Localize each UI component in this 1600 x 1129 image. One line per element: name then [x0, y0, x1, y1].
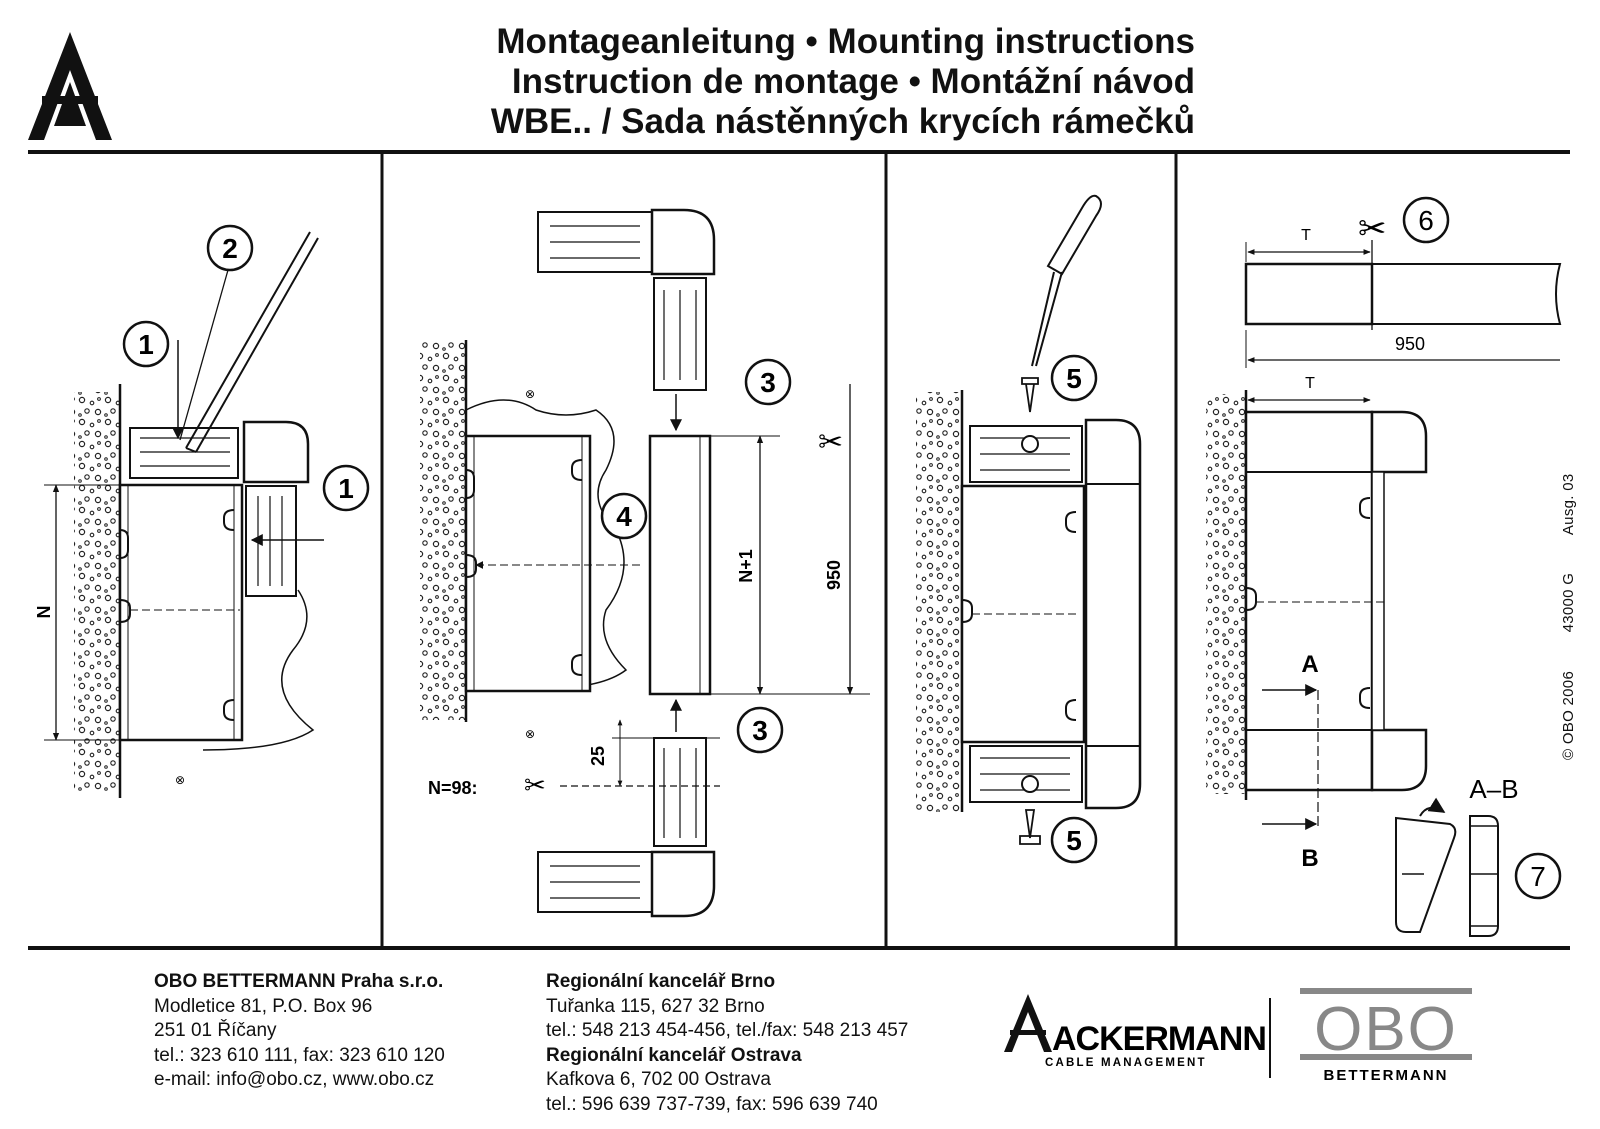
panel-1-illustration: ⊗ — [44, 231, 324, 798]
panel-2-illustration: ⊗ ⊗ ✂ — [420, 208, 870, 918]
dimension-950-horizontal: 950 — [1395, 334, 1425, 354]
svg-text:5: 5 — [1066, 825, 1082, 856]
dimension-n-plus-1: N+1 — [736, 549, 756, 583]
panel-3-illustration — [916, 194, 1142, 845]
svg-text:⊗: ⊗ — [525, 727, 535, 741]
step-marker-6: 6 — [1402, 196, 1450, 244]
company-email: e-mail: info@obo.cz, www.obo.cz — [154, 1069, 435, 1090]
step-marker-1b: 1 — [322, 464, 370, 512]
title-line-1: Montageanleitung • Mounting instructions — [496, 22, 1195, 61]
ackermann-triangle-logo — [28, 32, 112, 140]
section-label-ab: A–B — [1469, 774, 1518, 804]
panel-4-illustration: ✂ — [1206, 210, 1562, 937]
svg-text:✂: ✂ — [818, 426, 843, 459]
office-ostrava-name: Regionální kancelář Ostrava — [546, 1044, 802, 1066]
dimension-n: N — [34, 606, 54, 619]
step-marker-4: 4 — [600, 492, 648, 540]
company-phone: tel.: 323 610 111, fax: 323 610 120 — [154, 1044, 445, 1066]
dimension-950-vertical: 950 — [824, 560, 844, 590]
step-marker-7: 7 — [1514, 852, 1562, 900]
company-address-2: 251 01 Říčany — [154, 1020, 277, 1041]
footer-company: OBO BETTERMANN Praha s.r.o. Modletice 81… — [154, 970, 445, 1093]
copyright: © OBO 2006 — [1560, 670, 1577, 760]
document-info: © OBO 2006 43000 G Ausg. 03 — [1560, 474, 1577, 760]
obo-bettermann-logo: OBO BETTERMANN — [1300, 988, 1472, 1084]
svg-text:✂: ✂ — [1358, 210, 1387, 248]
office-ostrava-address: Kafkova 6, 702 00 Ostrava — [546, 1069, 771, 1090]
step-marker-1a: 1 — [122, 320, 170, 368]
svg-text:BETTERMANN: BETTERMANN — [1324, 1067, 1449, 1084]
title-line-2: Instruction de montage • Montážní návod — [511, 62, 1195, 101]
office-ostrava-phone: tel.: 596 639 737-739, fax: 596 639 740 — [546, 1093, 878, 1115]
step-marker-2: 2 — [206, 224, 254, 272]
svg-text:ACKERMANN: ACKERMANN — [1052, 1020, 1266, 1058]
footer-offices: Regionální kancelář Brno Tuřanka 115, 62… — [546, 970, 908, 1117]
svg-text:⊗: ⊗ — [525, 387, 535, 401]
svg-text:4: 4 — [616, 501, 632, 532]
document-code: 43000 G — [1560, 572, 1577, 633]
svg-text:1: 1 — [338, 473, 354, 504]
office-brno-address: Tuřanka 115, 627 32 Brno — [546, 995, 765, 1017]
company-name: OBO BETTERMANN Praha s.r.o. — [154, 971, 444, 992]
edition: Ausg. 03 — [1560, 473, 1577, 536]
dimension-t-bottom: T — [1305, 375, 1315, 392]
svg-text:6: 6 — [1418, 205, 1434, 236]
dimension-25: 25 — [588, 746, 608, 766]
section-label-a: A — [1301, 651, 1318, 678]
section-label-b: B — [1301, 845, 1318, 872]
svg-text:5: 5 — [1066, 363, 1082, 394]
step-marker-5a: 5 — [1050, 354, 1098, 402]
svg-text:2: 2 — [222, 233, 238, 264]
svg-text:⊗: ⊗ — [175, 773, 185, 787]
svg-text:3: 3 — [760, 367, 776, 398]
company-address-1: Modletice 81, P.O. Box 96 — [154, 995, 373, 1017]
ackermann-logo: ACKERMANN CABLE MANAGEMENT — [1004, 994, 1267, 1069]
dimension-n98: N=98: — [428, 778, 478, 798]
svg-text:OBO: OBO — [1314, 995, 1458, 1064]
svg-text:3: 3 — [752, 715, 768, 746]
dimension-t-top: T — [1301, 227, 1311, 244]
svg-text:7: 7 — [1530, 861, 1546, 892]
title-line-3: WBE.. / Sada nástěnných krycích rámečků — [490, 102, 1195, 141]
office-brno-name: Regionální kancelář Brno — [546, 971, 776, 992]
svg-text:✂: ✂ — [524, 770, 546, 800]
step-marker-3b: 3 — [736, 706, 784, 754]
step-marker-3a: 3 — [744, 358, 792, 406]
step-marker-5b: 5 — [1050, 816, 1098, 864]
office-brno-phone: tel.: 548 213 454-456, tel./fax: 548 213… — [546, 1020, 909, 1041]
svg-text:1: 1 — [138, 329, 154, 360]
svg-text:CABLE MANAGEMENT: CABLE MANAGEMENT — [1045, 1057, 1207, 1069]
